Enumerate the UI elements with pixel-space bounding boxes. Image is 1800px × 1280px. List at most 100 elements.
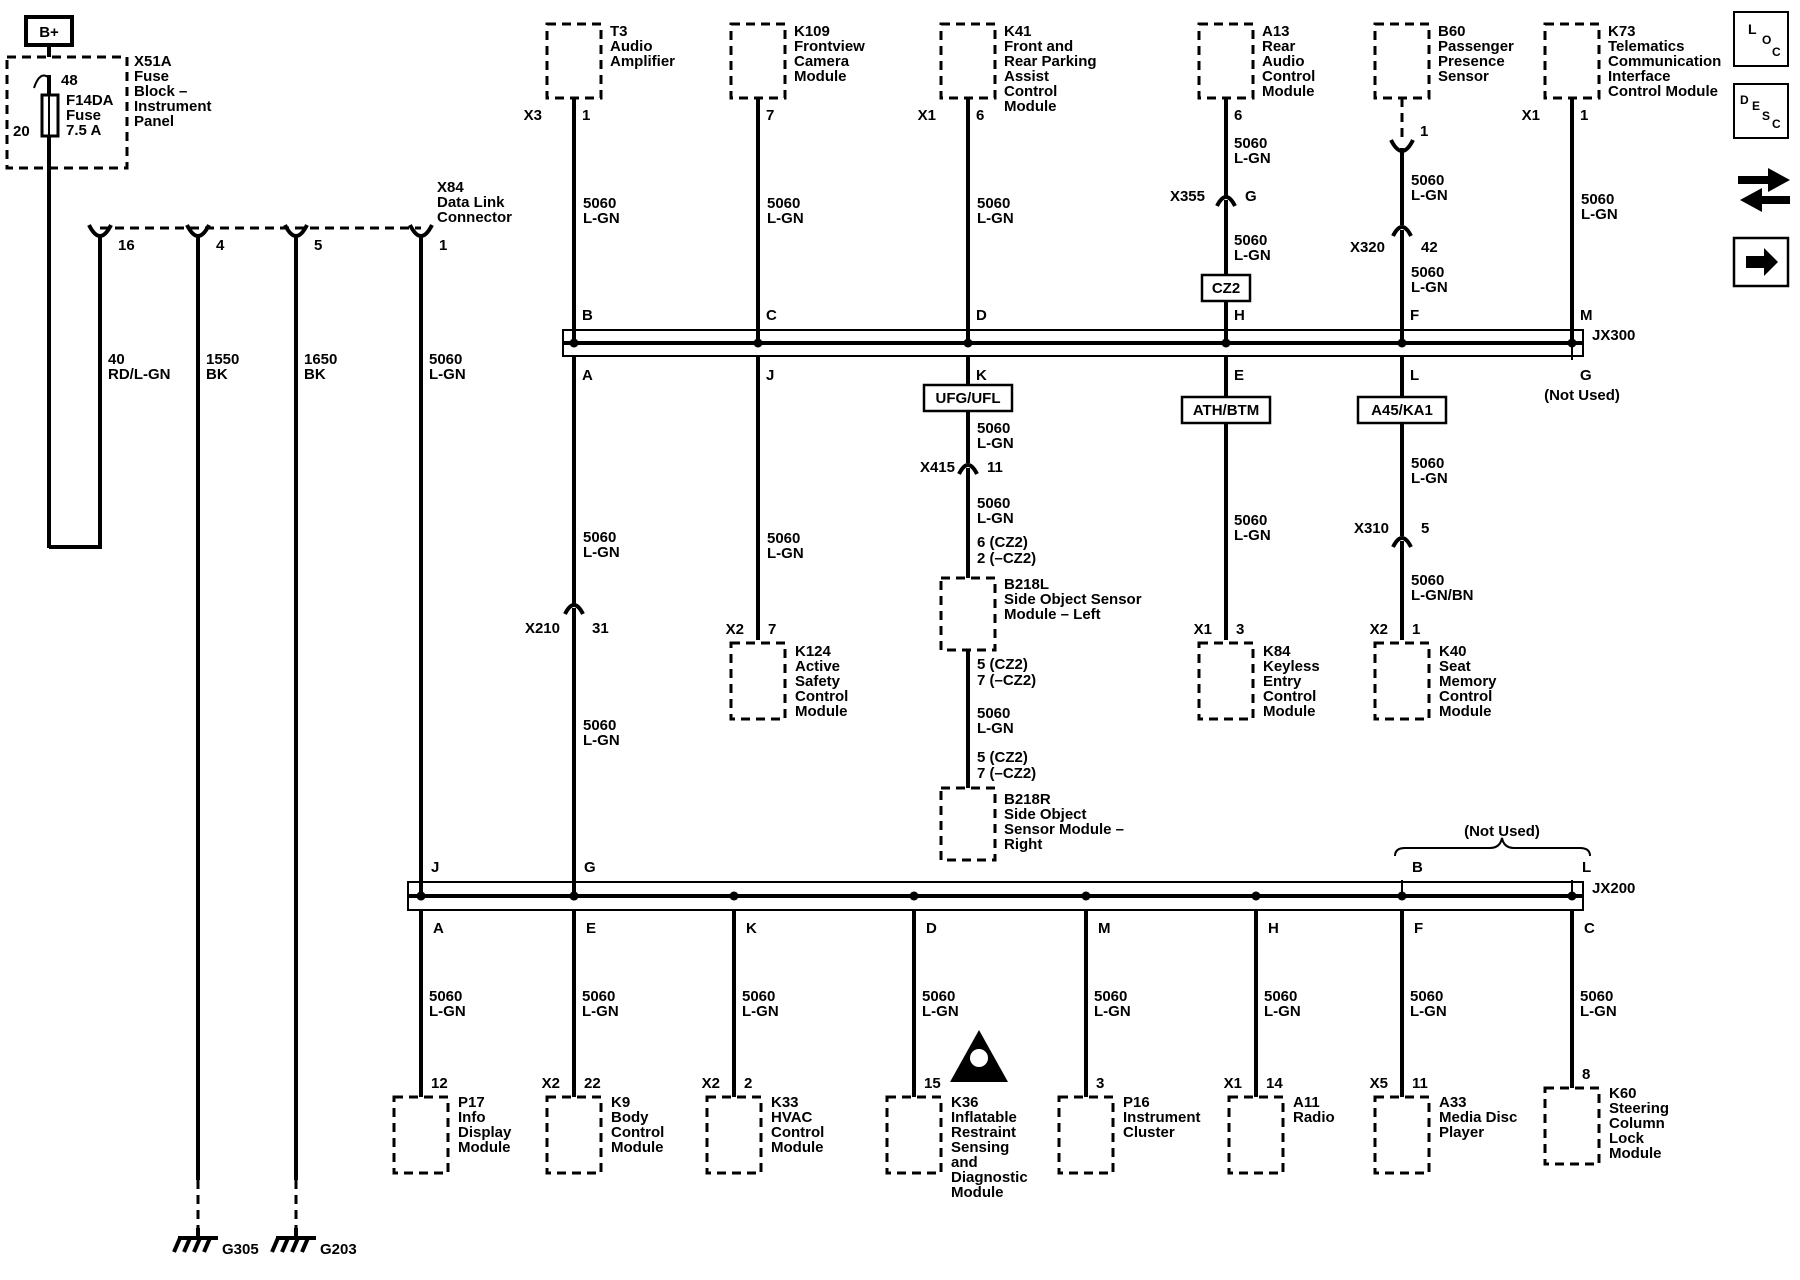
bottom-module-name: Inflatable — [951, 1109, 1017, 1126]
b218l-pin-out: 7 (–CZ2) — [977, 672, 1036, 689]
b218r-id: B218R — [1004, 791, 1051, 808]
description-icon-text: E — [1752, 99, 1760, 113]
b218r-name: Sensor Module – — [1004, 821, 1124, 838]
k73-wire-label-color: L-GN — [1581, 206, 1618, 223]
fuse-block-name: Block – — [134, 83, 187, 100]
top-module-outline — [1373, 22, 1431, 100]
description-icon-text: D — [1740, 93, 1749, 107]
dlc-pin-arc — [87, 224, 113, 238]
mid-module-name: Seat — [1439, 658, 1471, 675]
jx300-bottom-pin: A — [582, 367, 593, 384]
bottom-module-name: Control — [611, 1124, 664, 1141]
b218r-in-label-circuit: 5060 — [977, 705, 1010, 722]
jx300-a-label-b-color: L-GN — [583, 732, 620, 749]
jx200-bottom-pin: E — [586, 920, 596, 937]
bottom-module-name: Module — [611, 1139, 664, 1156]
x320-pin: 42 — [1421, 239, 1438, 256]
jx300-not-used: (Not Used) — [1544, 387, 1620, 404]
ufg-option: UFG/UFL — [936, 390, 1001, 407]
bottom-module-name: Column — [1609, 1115, 1665, 1132]
bottom-wire-label-circuit: 5060 — [922, 988, 955, 1005]
dlc-id: X84 — [437, 179, 464, 196]
bottom-wire-label-circuit: 5060 — [1580, 988, 1613, 1005]
ground-tick — [300, 1237, 310, 1253]
ground-tick — [270, 1237, 280, 1253]
dlc-wire-5-color: BK — [304, 366, 326, 383]
dlc-wire-5-circuit: 1650 — [304, 351, 337, 368]
b218r-outline — [939, 786, 997, 862]
top-module-pin: 1 — [1580, 107, 1588, 124]
mid-module-name: Control — [1263, 688, 1316, 705]
dlc-pin: 1 — [439, 237, 447, 254]
jx300-splice — [963, 338, 973, 348]
top-module-name: Control — [1262, 68, 1315, 85]
fuse-id: F14DA — [66, 92, 114, 109]
dlc-name: Connector — [437, 209, 512, 226]
b218l-in-label-circuit: 5060 — [977, 495, 1010, 512]
top-module-name: Module — [1262, 83, 1315, 100]
next-arrow-icon-shape — [1746, 248, 1778, 276]
bottom-module-name: Cluster — [1123, 1124, 1175, 1141]
dlc-wire-16-circuit: 40 — [108, 351, 125, 368]
bottom-module-id: K33 — [771, 1094, 799, 1111]
bottom-module-pin: 14 — [1266, 1075, 1283, 1092]
k84-wire-label-color: L-GN — [1234, 527, 1271, 544]
top-module-name: Control — [1004, 83, 1057, 100]
bottom-module-outline — [545, 1095, 603, 1175]
mid-module-name: Entry — [1263, 673, 1302, 690]
jx300-top-pin: D — [976, 307, 987, 324]
airbag-warning-icon-face — [970, 1049, 988, 1067]
top-module-name: Camera — [794, 53, 850, 70]
bottom-module-conn: X5 — [1370, 1075, 1388, 1092]
bottom-wire-label-circuit: 5060 — [1410, 988, 1443, 1005]
jx200-splice — [1251, 891, 1261, 901]
k40-wire-label-a-circuit: 5060 — [1411, 455, 1444, 472]
k124-wire-label-color: L-GN — [767, 545, 804, 562]
x355-arc — [1215, 195, 1237, 207]
mid-module-name: Module — [1263, 703, 1316, 720]
jx200-splice — [729, 891, 739, 901]
fuse-word: Fuse — [66, 107, 101, 124]
b60-pin: 1 — [1420, 123, 1428, 140]
mid-module-conn: X1 — [1194, 621, 1212, 638]
top-module-pin: 7 — [766, 107, 774, 124]
jx300-a-label-a-color: L-GN — [583, 544, 620, 561]
jx300-splice — [1397, 338, 1407, 348]
jx200-bottom-pin: K — [746, 920, 757, 937]
mid-module-name: Module — [1439, 703, 1492, 720]
b218l-name: Side Object Sensor — [1004, 591, 1142, 608]
location-icon-text: L — [1748, 21, 1757, 37]
b218r-in-label-color: L-GN — [977, 720, 1014, 737]
top-module-name: Rear Parking — [1004, 53, 1097, 70]
top-module-name: Amplifier — [610, 53, 675, 70]
top-module-name: Presence — [1438, 53, 1505, 70]
bottom-wire-label-circuit: 5060 — [742, 988, 775, 1005]
bottom-module-name: and — [951, 1154, 978, 1171]
b60-wire-label-a-color: L-GN — [1411, 187, 1448, 204]
mid-module-pin: 1 — [1412, 621, 1420, 638]
bottom-module-name: Sensing — [951, 1139, 1009, 1156]
x210-arc — [563, 603, 585, 615]
bottom-module-name: Control — [771, 1124, 824, 1141]
bottom-module-name: Restraint — [951, 1124, 1016, 1141]
fuse-pin-in: 48 — [61, 72, 78, 89]
bottom-wire-label-color: L-GN — [1094, 1003, 1131, 1020]
bottom-module-id: A11 — [1293, 1094, 1320, 1111]
k109-wire-label-circuit: 5060 — [767, 195, 800, 212]
dlc-wire-4-circuit: 1550 — [206, 351, 239, 368]
bottom-module-name: Lock — [1609, 1130, 1645, 1147]
bottom-module-outline — [1373, 1095, 1431, 1175]
jx300-bottom-pin: L — [1410, 367, 1419, 384]
bottom-module-outline — [392, 1095, 450, 1175]
k73-wire-label-circuit: 5060 — [1581, 191, 1614, 208]
mid-module-pin: 7 — [768, 621, 776, 638]
top-module-outline — [729, 22, 787, 100]
jx300-bottom-pin: E — [1234, 367, 1244, 384]
mid-module-pin: 3 — [1236, 621, 1244, 638]
t3-wire-label-color: L-GN — [583, 210, 620, 227]
bottom-module-outline — [1057, 1095, 1115, 1175]
k40-wire-label-b-circuit: 5060 — [1411, 572, 1444, 589]
top-module-id: K73 — [1608, 23, 1636, 40]
b60-wire-label-b-color: L-GN — [1411, 279, 1448, 296]
